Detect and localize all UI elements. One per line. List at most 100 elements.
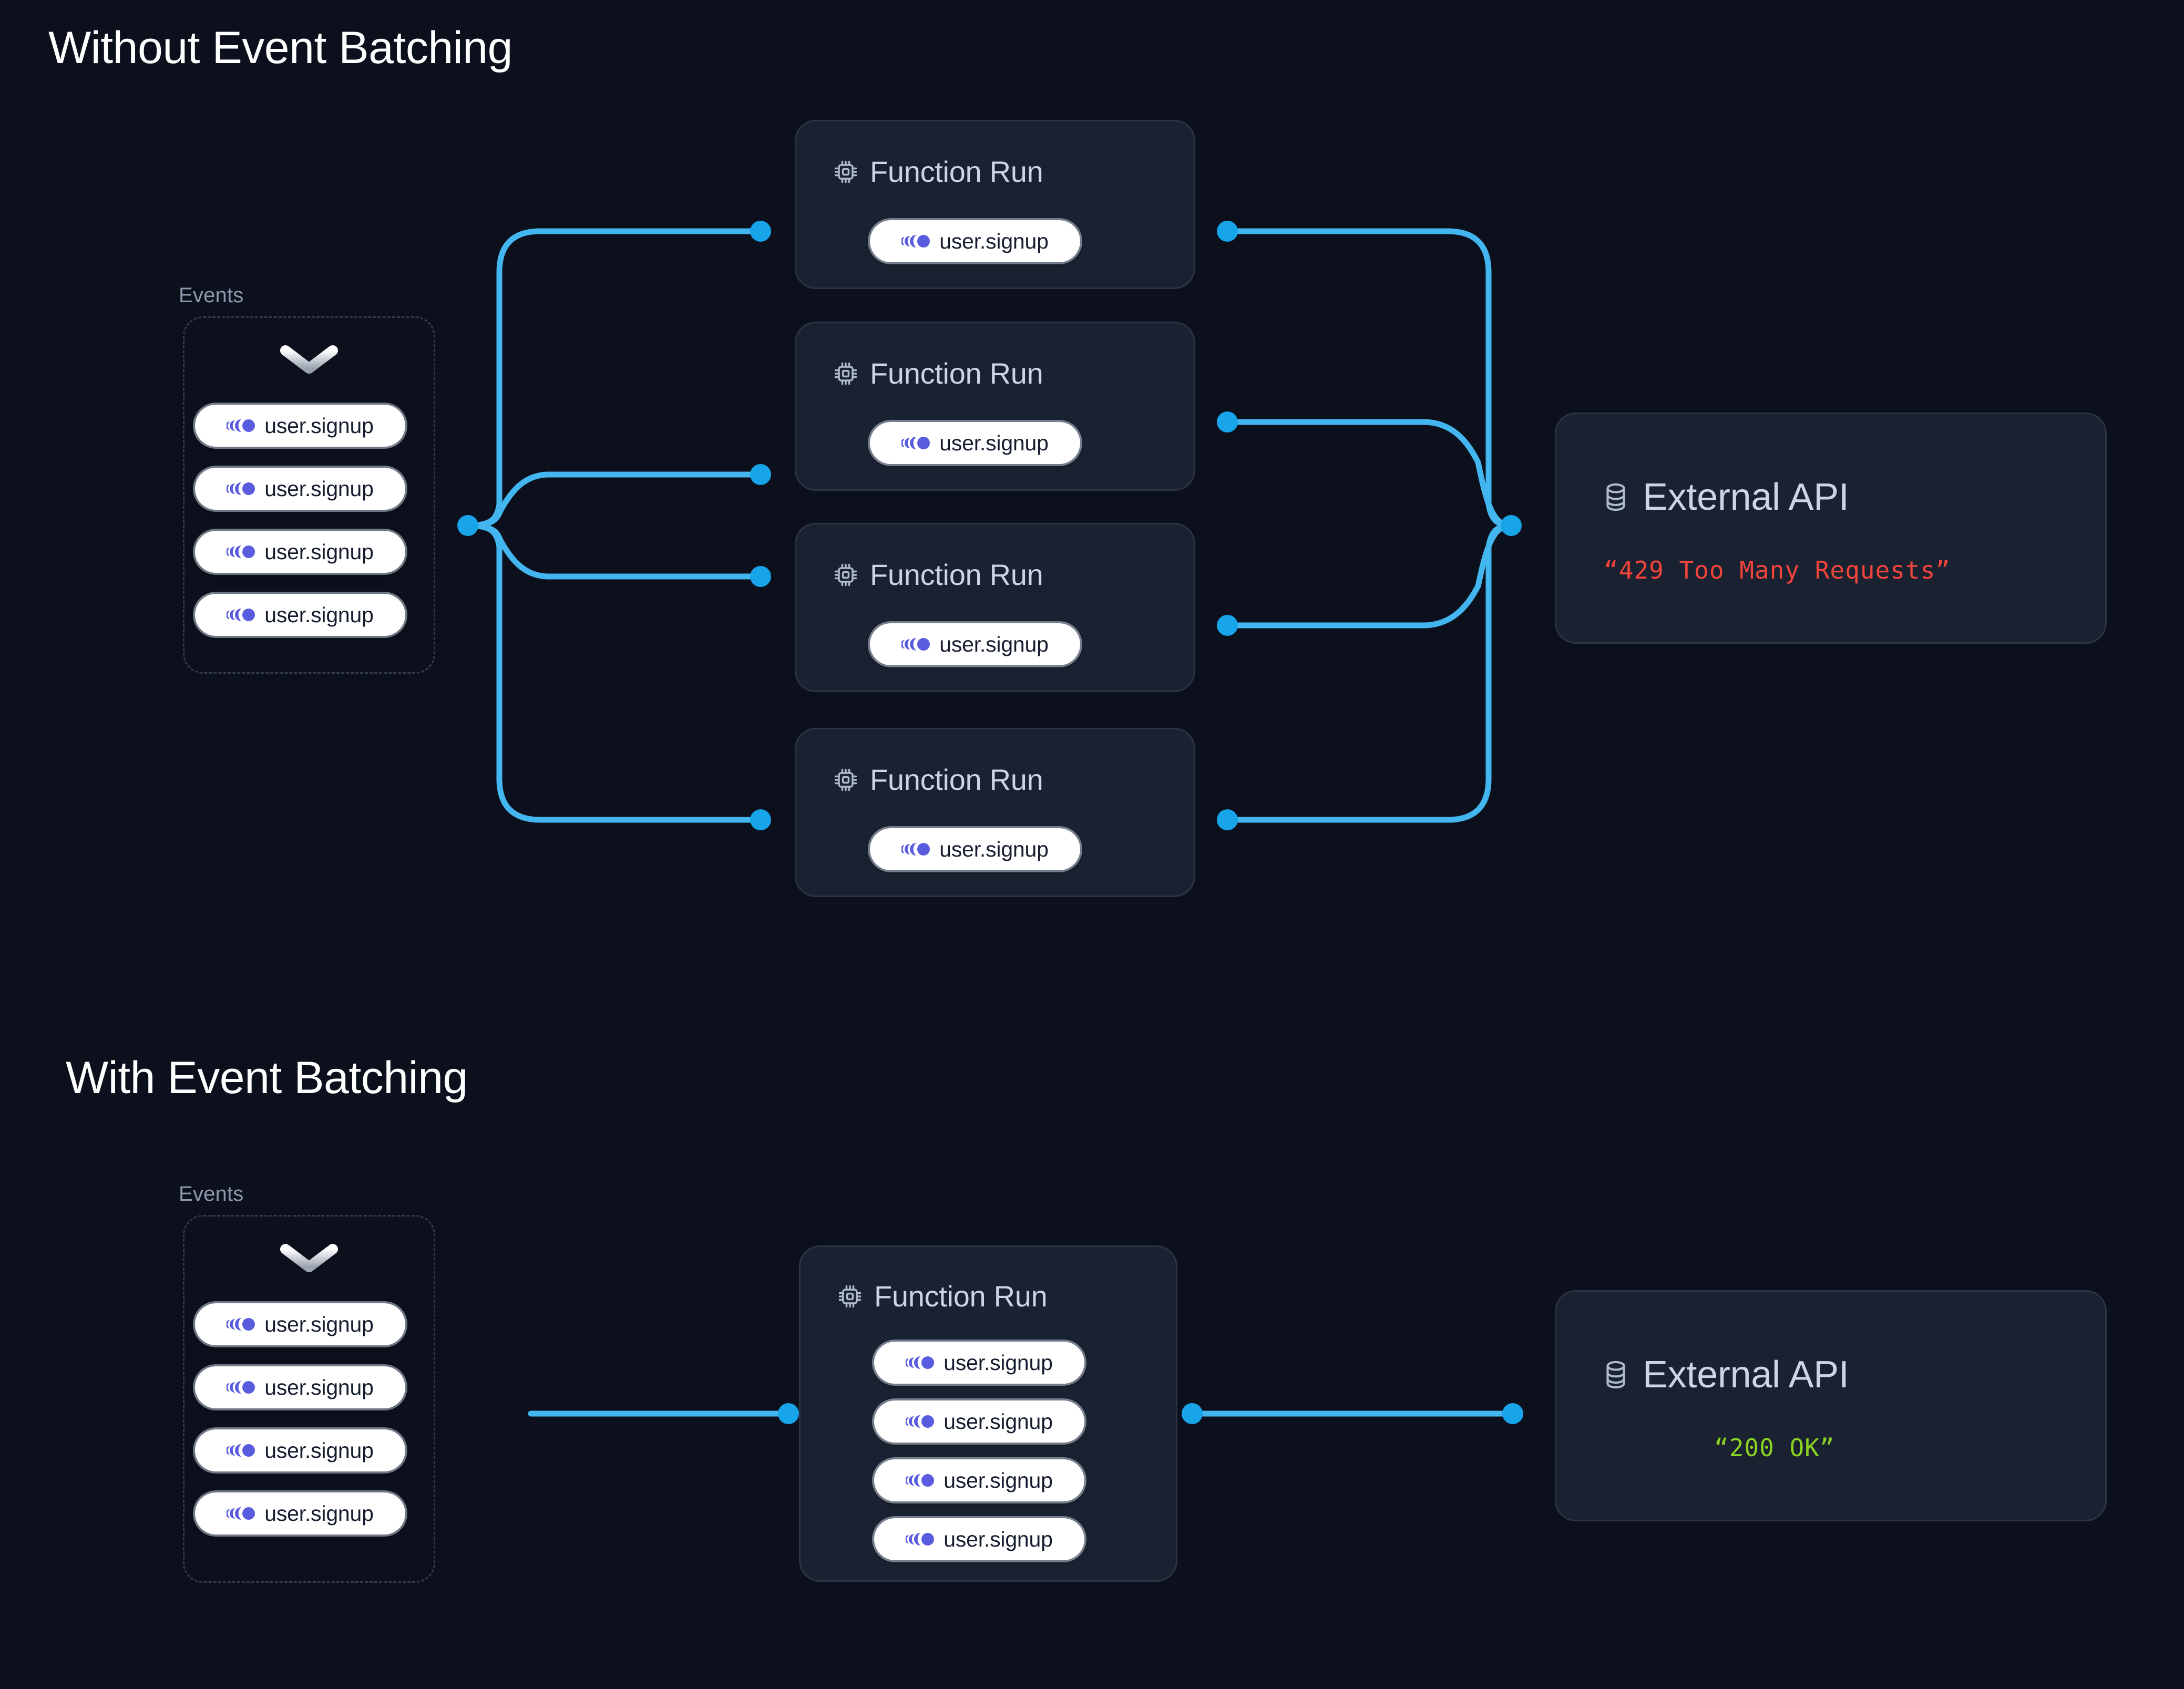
card-header: External API: [1599, 478, 1849, 516]
external-api-card[interactable]: External API “429 Too Many Requests”: [1555, 413, 2107, 644]
card-header: Function Run: [832, 359, 1043, 388]
database-icon: [1606, 483, 1625, 511]
external-api-card[interactable]: External API “200 OK”: [1555, 1290, 2107, 1521]
event-trail-icon: [227, 1444, 255, 1457]
events-dropzone: user.signup user.signup user.sig: [183, 1215, 435, 1583]
list-item-label: user.signup: [264, 413, 374, 438]
node-dot-batch-run-out: [1182, 1403, 1203, 1424]
list-item[interactable]: user.signup: [870, 828, 1080, 870]
wire-fanout-3: [465, 522, 764, 580]
card-header: Function Run: [832, 157, 1043, 187]
list-item-label: user.signup: [939, 430, 1049, 455]
event-trail-icon: [227, 1507, 255, 1520]
node-dot-run1-in: [750, 221, 771, 242]
event-trail-icon: [901, 235, 930, 248]
function-run-card[interactable]: Function Run user.signup user.signup: [799, 1245, 1177, 1582]
wire-fanin-2: [1224, 419, 1514, 529]
cpu-chip-icon: [834, 563, 857, 586]
event-trail-icon: [227, 545, 255, 558]
cpu-chip-icon: [834, 160, 857, 183]
list-item-label: user.signup: [944, 1527, 1053, 1551]
event-trail-icon: [227, 609, 255, 621]
list-item[interactable]: user.signup: [195, 1492, 405, 1534]
list-item-label: user.signup: [939, 837, 1049, 861]
events-label: Events: [179, 1182, 244, 1206]
card-header: Function Run: [832, 560, 1043, 590]
event-trail-icon: [227, 482, 255, 495]
list-item-label: user.signup: [264, 1438, 374, 1463]
card-title: Function Run: [870, 763, 1043, 796]
node-dot-run3-in: [750, 566, 771, 587]
card-title: Function Run: [870, 558, 1043, 591]
card-header: Function Run: [832, 765, 1043, 795]
card-title: Function Run: [870, 155, 1043, 188]
function-run-card[interactable]: Function Run user.signup: [795, 728, 1195, 897]
list-item[interactable]: user.signup: [195, 1303, 405, 1345]
list-item[interactable]: user.signup: [870, 220, 1080, 262]
node-dot-run2-out: [1217, 411, 1238, 432]
event-trail-icon: [901, 843, 930, 856]
card-header: Function Run: [836, 1280, 1048, 1313]
events-dropzone: user.signup user.signup user.sig: [183, 316, 435, 674]
status-badge: “429 Too Many Requests”: [1604, 556, 1951, 584]
node-dot-fanin-target: [1501, 515, 1522, 536]
function-run-card[interactable]: Function Run user.signup: [795, 523, 1195, 692]
status-badge: “200 OK”: [1714, 1434, 1835, 1462]
card-title: Function Run: [870, 357, 1043, 390]
event-trail-icon: [906, 1474, 935, 1487]
database-icon: [1606, 1361, 1625, 1389]
node-dot-run4-out: [1217, 809, 1238, 830]
node-dot-batch-run-in: [778, 1403, 799, 1424]
wire-fanout-2: [465, 471, 764, 529]
list-item-label: user.signup: [939, 632, 1049, 656]
node-dot-fanout-source: [457, 515, 478, 536]
cpu-chip-icon: [834, 362, 857, 385]
list-item-label: user.signup: [944, 1350, 1053, 1375]
card-title: External API: [1643, 476, 1849, 518]
function-run-card[interactable]: Function Run user.signup: [795, 322, 1195, 491]
list-item[interactable]: user.signup: [195, 531, 405, 573]
node-dot-run3-out: [1217, 615, 1238, 636]
list-item[interactable]: user.signup: [195, 1429, 405, 1471]
event-trail-icon: [227, 1381, 255, 1394]
wire-fanout-1: [465, 228, 764, 529]
card-header: External API: [1599, 1356, 1849, 1394]
list-item[interactable]: user.signup: [870, 623, 1080, 665]
list-item[interactable]: user.signup: [195, 1366, 405, 1408]
chevron-down-icon: [280, 1243, 338, 1274]
section-title-with-batching: With Event Batching: [66, 1053, 468, 1103]
events-label: Events: [179, 284, 244, 307]
card-title: External API: [1643, 1354, 1849, 1396]
cpu-chip-icon: [834, 768, 857, 791]
list-item[interactable]: user.signup: [874, 1342, 1084, 1384]
chevron-down-icon: [280, 344, 338, 376]
list-item[interactable]: user.signup: [874, 1400, 1084, 1443]
event-trail-icon: [906, 1415, 935, 1428]
event-trail-icon: [906, 1356, 935, 1369]
function-run-card[interactable]: Function Run user.signup: [795, 120, 1195, 289]
list-item[interactable]: user.signup: [195, 468, 405, 510]
list-item[interactable]: user.signup: [870, 422, 1080, 464]
section-title-without-batching: Without Event Batching: [48, 23, 512, 73]
list-item[interactable]: user.signup: [874, 1518, 1084, 1560]
wire-fanout-4: [465, 522, 764, 823]
event-trail-icon: [906, 1533, 935, 1546]
node-dot-batch-api-in: [1502, 1403, 1523, 1424]
list-item-label: user.signup: [939, 229, 1049, 253]
event-trail-icon: [227, 419, 255, 432]
list-item[interactable]: user.signup: [874, 1459, 1084, 1501]
list-item-label: user.signup: [944, 1409, 1053, 1434]
list-item-label: user.signup: [264, 539, 374, 564]
list-item-label: user.signup: [264, 1312, 374, 1336]
wire-fanin-3: [1224, 522, 1514, 629]
wire-fanin-4: [1224, 522, 1514, 823]
card-title: Function Run: [874, 1280, 1048, 1313]
list-item-label: user.signup: [264, 602, 374, 627]
list-item[interactable]: user.signup: [195, 594, 405, 636]
node-dot-run1-out: [1217, 221, 1238, 242]
node-dot-run2-in: [750, 464, 771, 485]
list-item[interactable]: user.signup: [195, 405, 405, 447]
list-item-label: user.signup: [944, 1468, 1053, 1492]
event-trail-icon: [901, 437, 930, 449]
